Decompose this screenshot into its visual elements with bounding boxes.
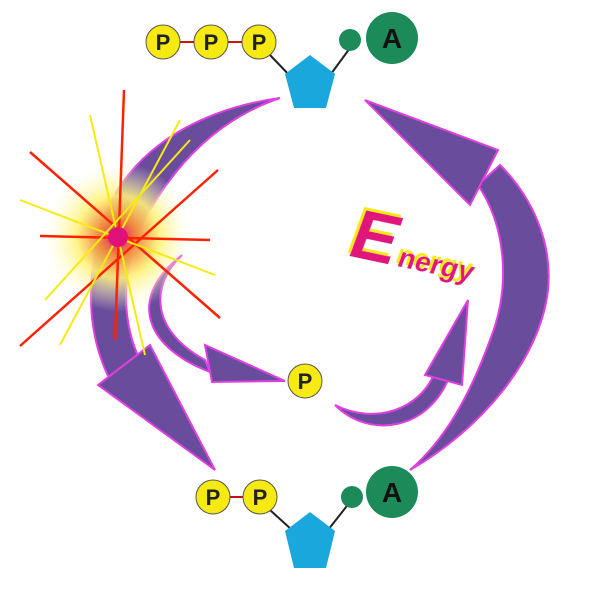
free-phosphate-label: P <box>298 369 313 394</box>
adenine-base: A <box>366 12 418 64</box>
adp-molecule: P P A <box>195 466 418 568</box>
atp-molecule: P P P A <box>145 12 418 108</box>
phosphate: P <box>242 479 278 515</box>
energy-rest: nergy <box>394 242 480 287</box>
energy-input-arrow <box>334 299 469 427</box>
phosphate-label: P <box>156 30 171 55</box>
phosphate: P <box>193 24 229 60</box>
synthesis-arrow <box>364 99 550 471</box>
ribose-sugar <box>285 512 335 568</box>
phosphate: P <box>145 24 181 60</box>
phosphate: P <box>195 479 231 515</box>
phosphate-label: P <box>204 30 219 55</box>
phosphate-label: P <box>252 30 267 55</box>
base-label: A <box>382 477 402 508</box>
energy-label: E nergy <box>340 195 480 288</box>
free-phosphate: P <box>287 363 323 399</box>
phosphate-label: P <box>206 485 221 510</box>
phosphate-label: P <box>253 485 268 510</box>
base-label: A <box>382 23 402 54</box>
adenine-base: A <box>366 466 418 518</box>
ribose-sugar <box>285 55 335 108</box>
phosphate: P <box>241 24 277 60</box>
energy-burst <box>19 89 221 356</box>
